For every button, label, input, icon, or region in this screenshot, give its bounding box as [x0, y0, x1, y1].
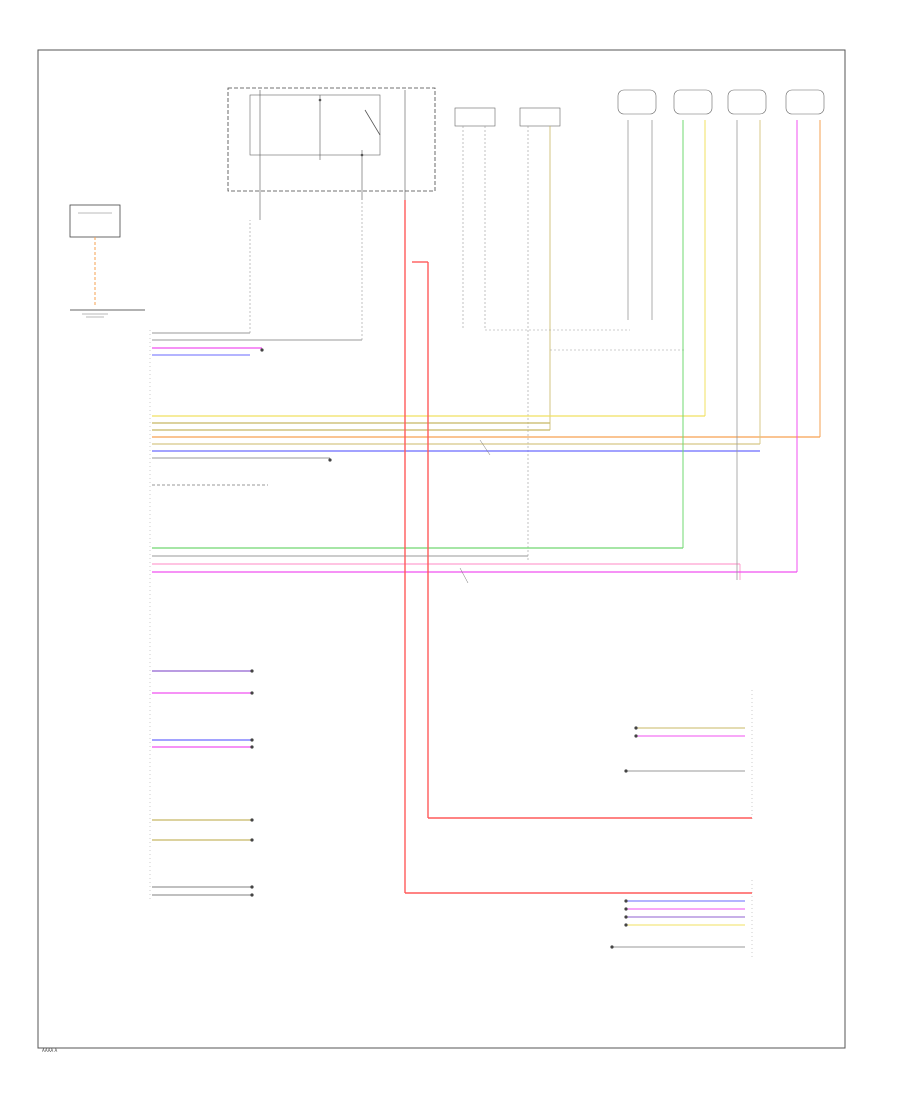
- right-module-upper: [624, 726, 745, 773]
- connector-dot-icon: [328, 458, 332, 462]
- speaker-icon: [617, 89, 657, 115]
- connector-dot-icon: [250, 838, 254, 842]
- speaker-icon: [673, 89, 713, 115]
- speaker-right-front: [727, 89, 767, 115]
- connector-dot-icon: [250, 691, 254, 695]
- small-module: [69, 204, 145, 318]
- connector-dot-icon: [624, 769, 628, 773]
- note-leaders: [459, 439, 491, 584]
- connector-dot-icon: [250, 893, 254, 897]
- page-reference: AAAA A: [42, 1048, 58, 1053]
- connector-dot-icon: [634, 734, 638, 738]
- power-wires: [404, 200, 752, 894]
- ground-icon: [82, 313, 108, 318]
- diagram-frame: [37, 49, 846, 1049]
- connector-dot-icon: [250, 669, 254, 673]
- lower-left-stubs: [152, 669, 254, 897]
- relay-box: [227, 87, 436, 220]
- connector-dot-icon: [624, 923, 628, 927]
- connector-dot-icon: [250, 738, 254, 742]
- main-connector-pins: [149, 330, 753, 960]
- right-module-lower: [610, 899, 745, 949]
- speaker-icon: [785, 89, 825, 115]
- wire-row-top: [152, 200, 685, 356]
- speaker-left-front: [617, 89, 657, 115]
- connector-dot-icon: [634, 726, 638, 730]
- rear-speaker-wires: [152, 120, 798, 580]
- switch-contact-icon: [364, 109, 381, 136]
- connector-dot-icon: [624, 915, 628, 919]
- top-connector-2: [519, 107, 561, 560]
- connector-dot-icon: [250, 818, 254, 822]
- speaker-icon: [727, 89, 767, 115]
- connector-dot-icon: [260, 348, 264, 352]
- speaker-feed-wires: [152, 120, 821, 486]
- speaker-left-rear: [673, 89, 713, 115]
- connector-dot-icon: [250, 885, 254, 889]
- speaker-right-rear: [785, 89, 825, 115]
- connector-dot-icon: [610, 945, 614, 949]
- connector-dot-icon: [250, 745, 254, 749]
- top-connector-1: [454, 107, 496, 330]
- connector-dot-icon: [624, 907, 628, 911]
- connector-dot-icon: [624, 899, 628, 903]
